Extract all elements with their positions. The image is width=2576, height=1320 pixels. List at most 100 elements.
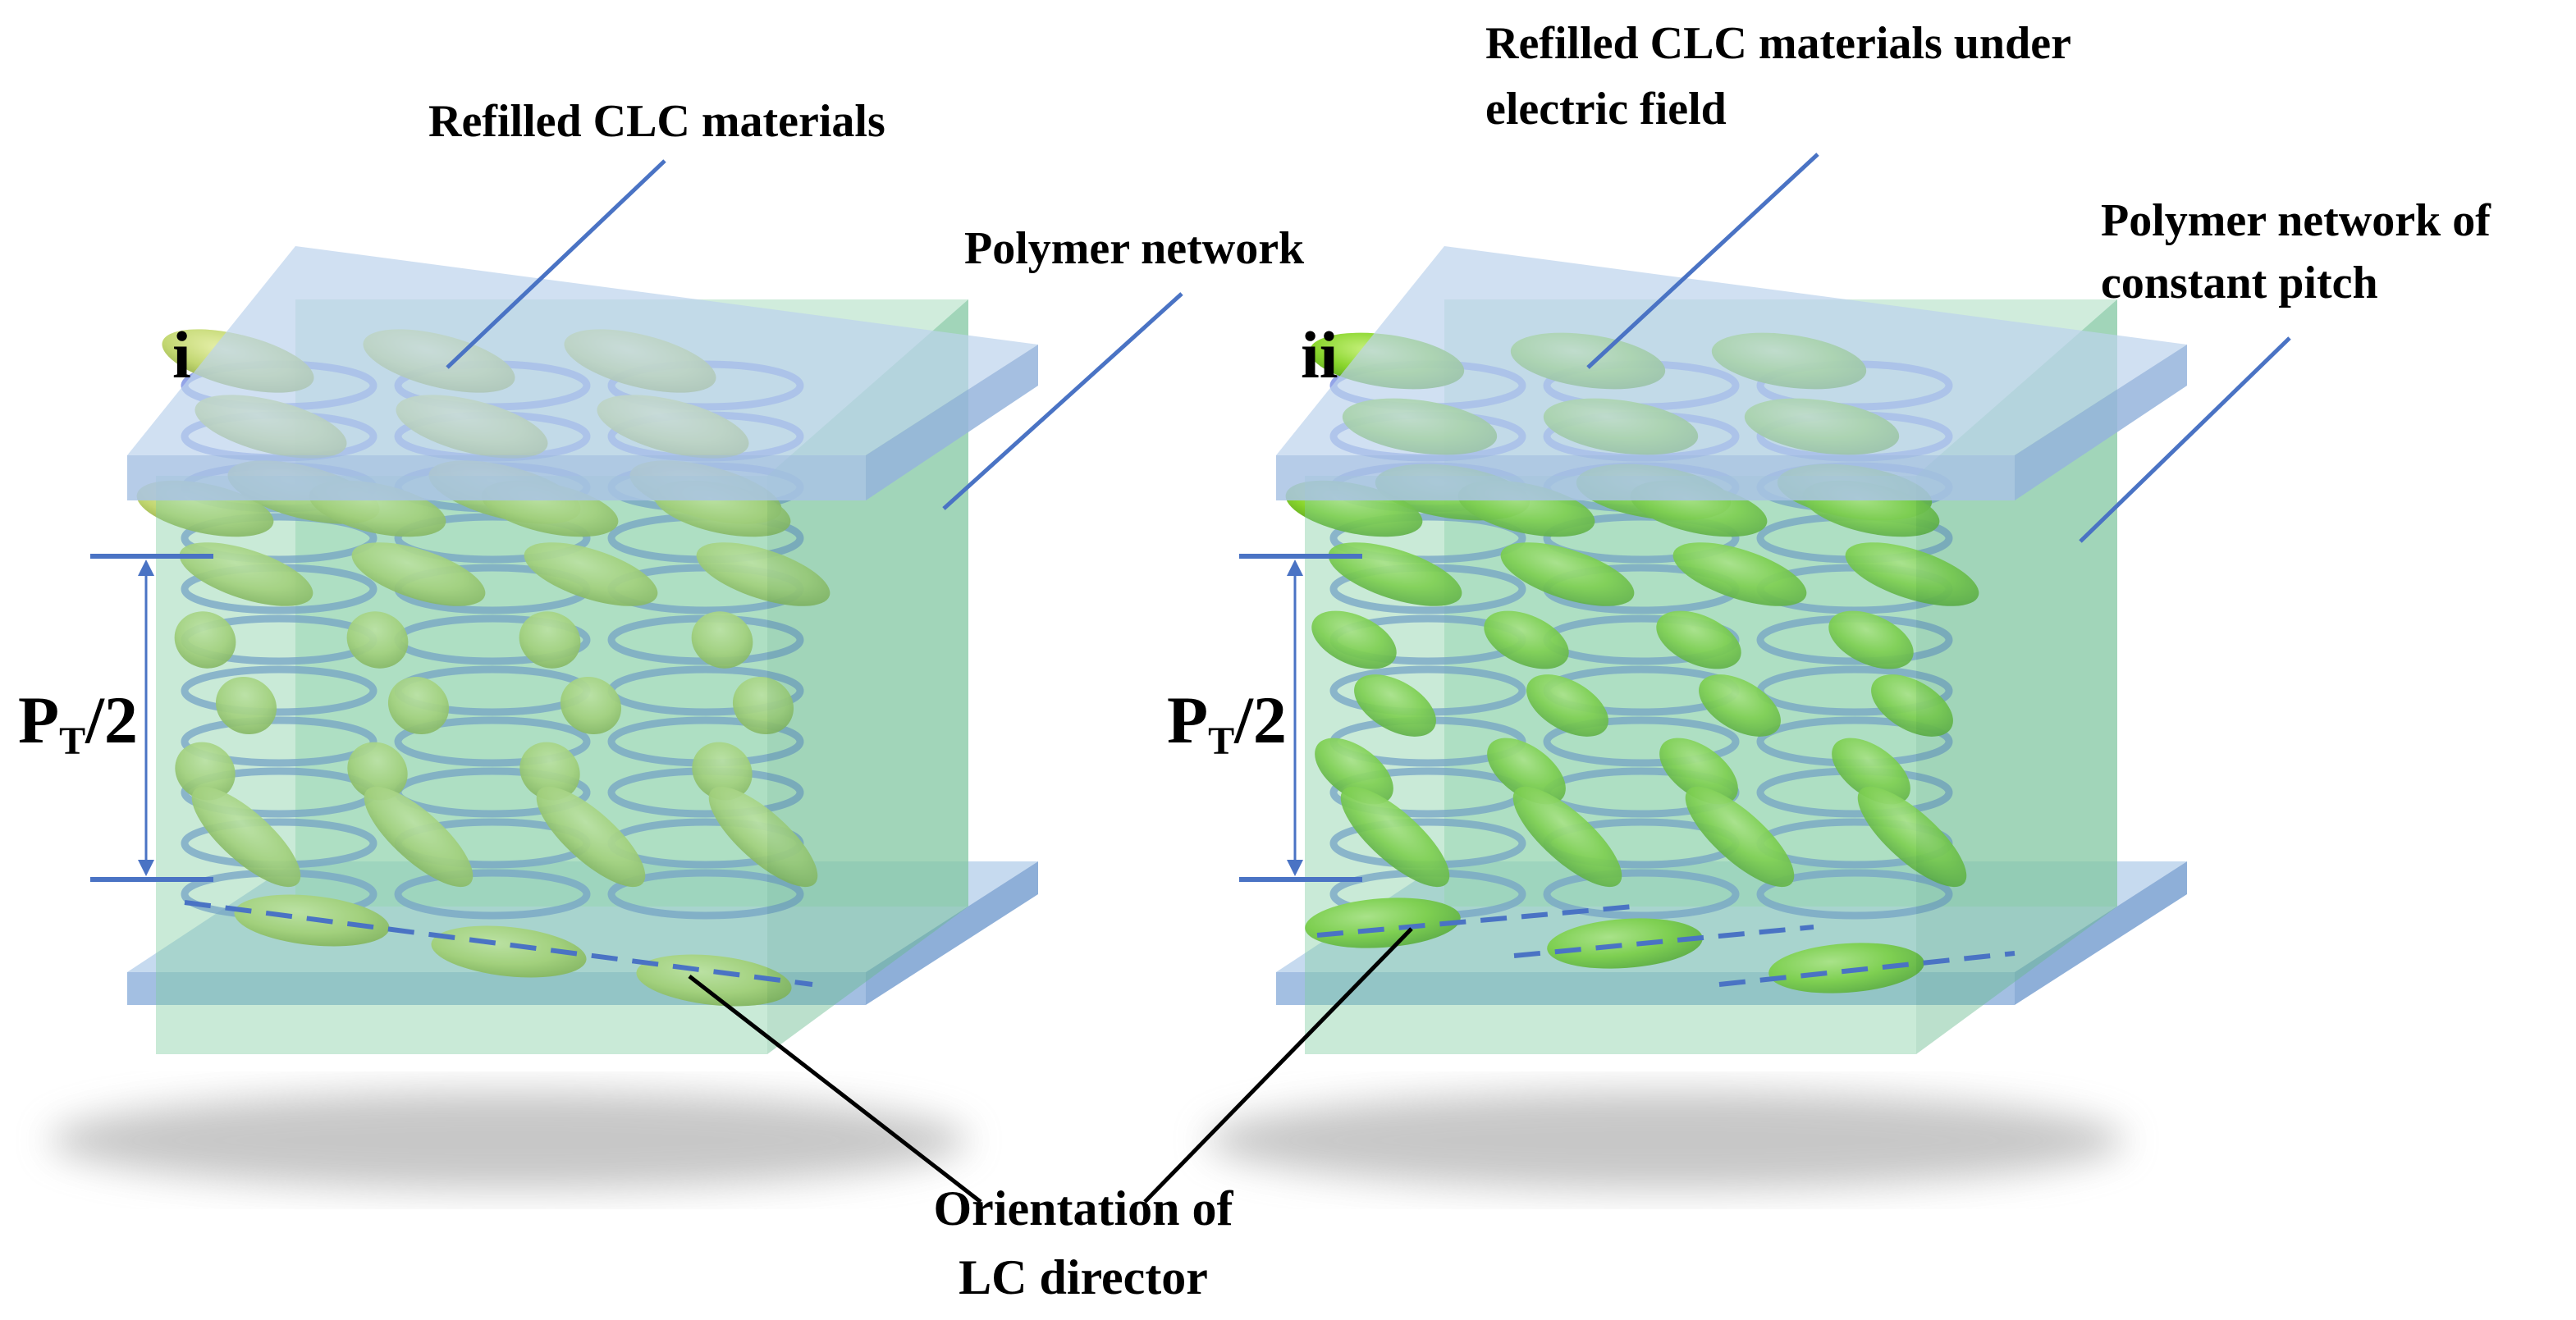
lc-ellipsoid <box>519 742 580 801</box>
callout-polymer-ii-line1: Polymer network of <box>2101 195 2491 246</box>
top-glass-side-ii <box>2015 345 2187 500</box>
director-dashed-line-ii-a <box>1316 904 1634 938</box>
top-glass-top-i <box>127 246 1038 455</box>
lc-volume-front-i <box>156 476 767 1054</box>
lc-ellipsoid <box>1832 738 1910 805</box>
pitch-label-i: PT/2 <box>18 681 138 765</box>
lc-ellipsoid <box>1845 542 1979 606</box>
pitch-arrowhead-up-ii <box>1287 560 1303 576</box>
lc-ellipsoid <box>346 611 409 669</box>
lc-ellipsoid <box>215 676 277 735</box>
cell-panel-ii <box>1143 153 2291 1204</box>
pitch-label-i-sub: T <box>59 719 86 763</box>
lc-ellipsoid <box>692 742 753 801</box>
callout-refilled-ii-line2: electric field <box>1485 84 1727 135</box>
leader-polymer-ii <box>2079 336 2291 543</box>
callout-polymer-i: Polymer network <box>964 223 1305 274</box>
lc-ellipsoid <box>560 676 622 735</box>
lc-ellipsoid-bottom <box>1305 898 1461 948</box>
lc-ellipsoid <box>732 676 794 735</box>
lc-ellipsoid <box>524 542 658 606</box>
top-glass-side-i <box>866 345 1038 500</box>
helix-coil <box>394 716 591 767</box>
callout-director-line1: Orientation of <box>933 1181 1233 1236</box>
lc-ellipsoid <box>1315 738 1393 805</box>
callout-director-line2: LC director <box>959 1250 1208 1304</box>
lc-ellipsoid <box>1672 542 1807 606</box>
leader-director-ii <box>1143 927 1413 1204</box>
lc-ellipsoid <box>191 786 301 888</box>
pitch-label-i-rest: /2 <box>85 683 138 757</box>
lc-ellipsoid <box>1526 674 1608 737</box>
lc-ellipsoid <box>519 611 581 669</box>
helix-coil <box>1756 869 1953 920</box>
lc-ellipsoid <box>1354 674 1436 737</box>
bottom-glass-side-ii <box>2015 861 2187 1005</box>
lc-ellipsoid <box>708 786 818 888</box>
pitch-arrowhead-up-i <box>138 560 154 576</box>
lc-ellipsoid <box>1487 738 1566 805</box>
panel-label-ii: ii <box>1301 317 1338 392</box>
cell-shadow-ii <box>1206 1091 2125 1190</box>
lc-ellipsoid <box>1311 610 1397 669</box>
lc-ellipsoid <box>696 542 830 606</box>
leader-refilled-i <box>446 159 666 369</box>
lc-ellipsoid <box>1871 674 1953 737</box>
director-dashed-line-i <box>184 900 813 987</box>
helix-coil <box>181 716 377 767</box>
helix-coil <box>394 513 591 564</box>
lc-ellipsoid <box>1699 674 1781 737</box>
leader-polymer-i <box>942 292 1183 510</box>
pitch-label-ii-rest: /2 <box>1234 683 1287 757</box>
helix-coil <box>1329 513 1526 564</box>
helix-coil <box>1543 869 1740 920</box>
lc-ellipsoid-bottom <box>1768 943 1924 993</box>
lc-ellipsoid <box>1340 786 1450 888</box>
panel-label-i: i <box>172 317 191 392</box>
helix-coil <box>607 869 804 920</box>
callout-refilled-ii-line1: Refilled CLC materials under <box>1485 18 2071 69</box>
bottom-glass-side-i <box>866 861 1038 1005</box>
lc-ellipsoid-bottom <box>1547 918 1703 969</box>
lc-ellipsoid <box>1685 786 1795 888</box>
lc-ellipsoid <box>174 611 236 669</box>
helix-coil <box>181 665 377 716</box>
director-dashed-line-ii-b <box>1513 925 1814 958</box>
lc-ellipsoid <box>536 786 646 888</box>
helix-coil <box>394 869 591 920</box>
lc-ellipsoid <box>1484 610 1569 669</box>
leader-refilled-ii <box>1586 153 1819 369</box>
cell-panel-i <box>49 159 1183 1204</box>
lc-ellipsoid <box>1512 786 1622 888</box>
helix-coil <box>181 513 377 564</box>
top-glass-top-ii <box>1276 246 2187 455</box>
lc-ellipsoid <box>364 786 474 888</box>
director-dashed-line-ii-c <box>1718 951 2016 987</box>
pitch-arrowhead-down-i <box>138 860 154 876</box>
cell-shadow-i <box>49 1091 968 1190</box>
lc-ellipsoid <box>347 742 408 801</box>
lc-ellipsoid <box>1659 738 1738 805</box>
pitch-arrowhead-down-ii <box>1287 860 1303 876</box>
lc-volume-front-ii <box>1305 476 1916 1054</box>
lc-ellipsoid <box>1500 542 1635 606</box>
lc-ellipsoid <box>691 611 753 669</box>
helix-coil <box>1543 716 1740 767</box>
lc-ellipsoid <box>175 742 236 801</box>
lc-ellipsoid <box>1857 786 1967 888</box>
lc-ellipsoid <box>351 542 486 606</box>
pitch-label-ii-main: P <box>1167 683 1209 757</box>
callout-polymer-ii-line2: constant pitch <box>2101 258 2378 308</box>
top-glass-front-ii <box>1276 455 2015 500</box>
pitch-label-ii: PT/2 <box>1167 681 1287 765</box>
top-glass-front-i <box>127 455 866 500</box>
lc-ellipsoid <box>1656 610 1741 669</box>
pitch-label-i-main: P <box>18 683 60 757</box>
callout-refilled-i: Refilled CLC materials <box>428 96 885 147</box>
leader-director-i <box>688 975 982 1204</box>
pitch-label-ii-sub: T <box>1208 719 1235 763</box>
lc-ellipsoid <box>1828 610 1914 669</box>
lc-ellipsoid <box>387 676 450 735</box>
